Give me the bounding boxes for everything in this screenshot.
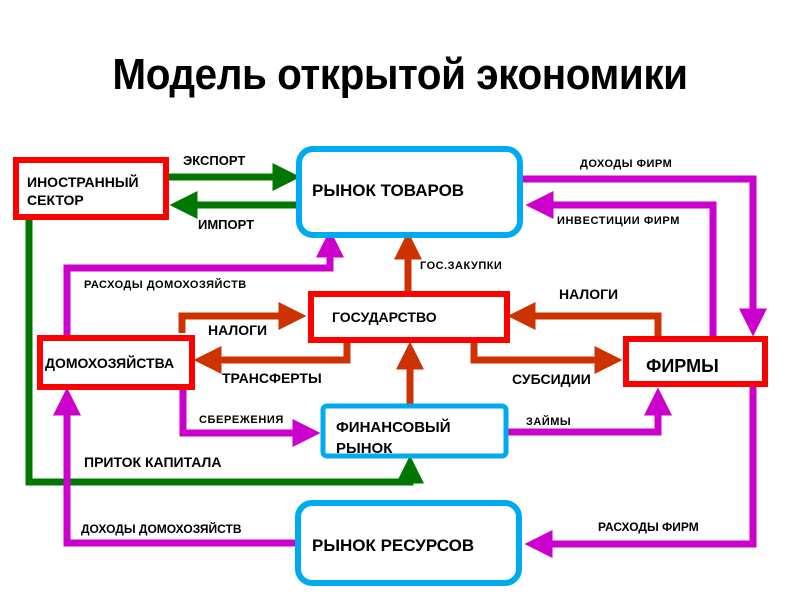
subsidies-label: СУБСИДИИ — [512, 371, 591, 387]
taxes-households-label: НАЛОГИ — [208, 322, 267, 338]
firm-investment-label: ИНВЕСТИЦИИ ФИРМ — [557, 215, 680, 227]
loans-arrow — [505, 387, 672, 436]
node-resource-market: РЫНОК РЕСУРСОВ — [295, 500, 522, 586]
household-spending-arrow — [63, 229, 344, 338]
household-income-arrow — [53, 387, 296, 547]
export-label: ЭКСПОРТ — [183, 153, 245, 168]
goods-market-label: РЫНОК ТОВАРОВ — [312, 181, 464, 200]
firm-investment-arrow — [525, 191, 717, 336]
savings-label: СБЕРЕЖЕНИЯ — [199, 414, 284, 426]
foreign-sector-line2: СЕКТОР — [27, 192, 84, 208]
firm-spending-arrow — [524, 387, 757, 558]
node-financial-market: ФИНАНСОВЫЙ РЫНОК — [320, 403, 509, 459]
firms-label: ФИРМЫ — [646, 356, 719, 376]
household-spending-label: РАСХОДЫ ДОМОХОЗЯЙСТВ — [84, 278, 247, 291]
government-label: ГОСУДАРСТВО — [332, 309, 437, 325]
financial-market-line1: ФИНАНСОВЫЙ — [336, 418, 451, 436]
transfers-arrow — [193, 343, 351, 374]
firm-revenue-label: ДОХОДЫ ФИРМ — [580, 158, 672, 170]
resource-market-label: РЫНОК РЕСУРСОВ — [312, 536, 474, 555]
firm-revenue-arrow — [520, 175, 767, 337]
household-income-label: ДОХОДЫ ДОМОХОЗЯЙСТВ — [81, 521, 242, 536]
loans-label: ЗАЙМЫ — [526, 415, 571, 428]
foreign-sector-line1: ИНОСТРАННЫЙ — [27, 173, 139, 190]
node-government: ГОСУДАРСТВО — [308, 291, 510, 343]
node-households: ДОМОХОЗЯЙСТВА — [37, 335, 195, 390]
node-goods-market: РЫНОК ТОВАРОВ — [296, 146, 523, 238]
transfers-label: ТРАНСФЕРТЫ — [222, 370, 322, 386]
financial-market-line2: РЫНОК — [336, 440, 393, 457]
gov-purchases-label: ГОС.ЗАКУПКИ — [420, 260, 502, 272]
households-label: ДОМОХОЗЯЙСТВА — [45, 354, 174, 371]
taxes-households-arrow — [178, 302, 307, 333]
import-label: ИМПОРТ — [198, 217, 254, 232]
capital-inflow-label: ПРИТОК КАПИТАЛА — [84, 454, 221, 470]
firm-spending-label: РАСХОДЫ ФИРМ — [598, 520, 699, 534]
node-foreign-sector: ИНОСТРАННЫЙ СЕКТОР — [13, 157, 169, 220]
subsidies-arrow — [470, 343, 623, 374]
taxes-firms-label: НАЛОГИ — [559, 286, 618, 302]
savings-arrow — [179, 387, 321, 447]
taxes-firms-arrow — [507, 302, 662, 336]
page-title: Модель открытой экономики — [112, 50, 688, 99]
capital-inflow-arrow — [25, 218, 424, 486]
node-firms: ФИРМЫ — [623, 336, 768, 387]
